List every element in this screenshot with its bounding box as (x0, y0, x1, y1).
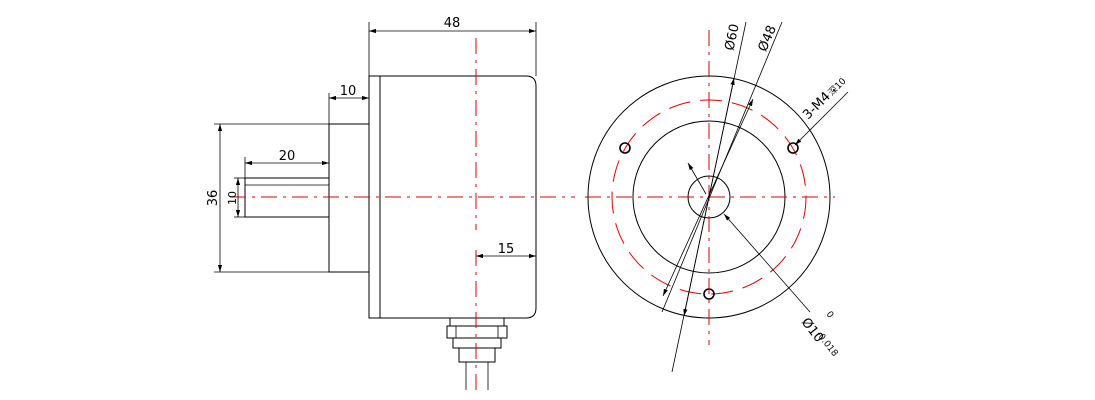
dim-body-length-label: 48 (444, 16, 461, 31)
dim-connector-offset-label: 15 (498, 242, 515, 257)
side-view: 48 10 20 36 10 (206, 16, 575, 390)
dim-mounting-holes: 3-M4 深10 (794, 76, 849, 146)
dim-body-length: 48 (368, 16, 537, 76)
dim-bolt-circle: Ø48 (661, 21, 783, 313)
dim-connector-offset: 15 (476, 240, 537, 262)
dim-shaft-length-label: 20 (279, 149, 296, 164)
dim-outer-diameter-label: Ø60 (722, 23, 742, 52)
dim-shaft-tol-lower-label: -0.018 (814, 330, 840, 359)
dim-boss-diameter-label: 36 (206, 190, 221, 207)
dim-shaft-diameter: 10 (226, 177, 245, 218)
dim-bolt-circle-label: Ø48 (756, 23, 780, 54)
front-view: Ø60 Ø48 3-M4 深10 Ø10 0 -0.018 (585, 21, 849, 373)
dim-boss-length-label: 10 (340, 84, 357, 99)
dim-holes-main-label: 3-M4 (800, 89, 834, 123)
dim-boss-diameter: 36 (206, 123, 329, 273)
cable-gland (446, 317, 508, 390)
mounting-hole-right (787, 142, 799, 154)
dim-shaft-diameter-label: 10 (226, 191, 239, 205)
dim-boss-length: 10 (328, 84, 369, 124)
mounting-hole-left (619, 142, 631, 154)
dim-shaft-length: 20 (244, 149, 329, 178)
encoder-body-outline (368, 75, 537, 319)
mounting-boss (328, 123, 370, 273)
dim-shaft-tol-upper-label: 0 (824, 310, 836, 321)
